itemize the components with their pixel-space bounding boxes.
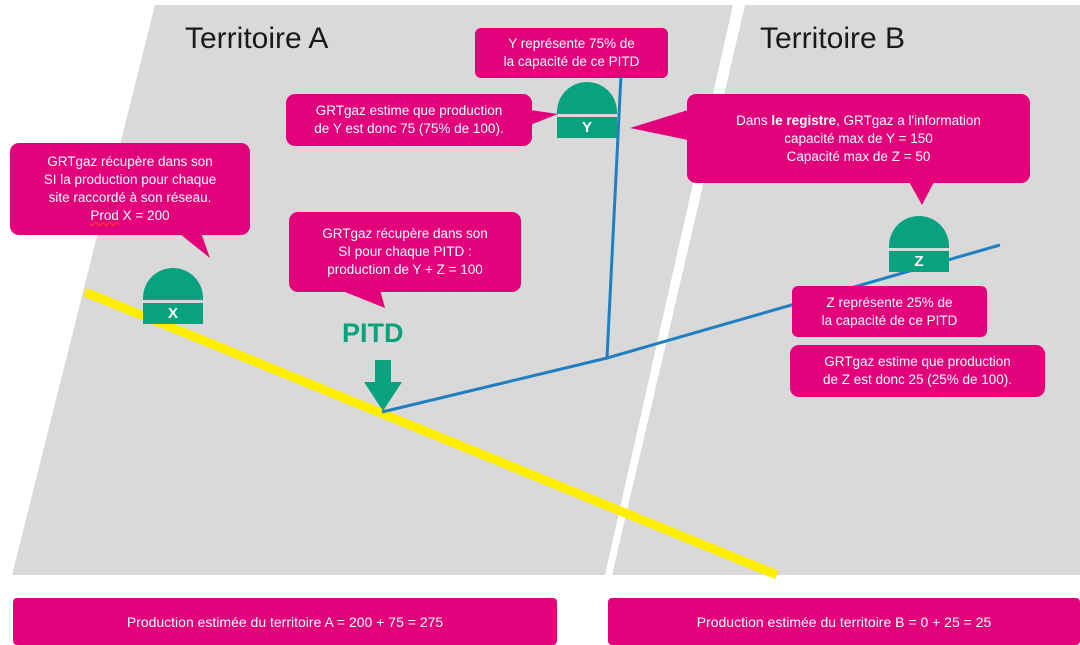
- callout-tail-registre-z: [908, 180, 935, 205]
- callout-line: GRTgaz estime que production: [315, 103, 503, 118]
- callout-tail-x: [175, 230, 210, 258]
- pitd-arrow-icon: [364, 360, 402, 411]
- registre-suffix: , GRTgaz a l'information: [835, 112, 981, 128]
- callout-line: site raccordé à son réseau.: [48, 190, 212, 205]
- total-territory-b: Production estimée du territoire B = 0 +…: [608, 598, 1080, 645]
- site-dome: [557, 82, 617, 114]
- site-y-icon: Y: [557, 82, 617, 140]
- callout-line: SI la production pour chaque: [43, 172, 217, 187]
- callout-line: capacité max de Y = 150: [784, 130, 933, 146]
- total-territory-a: Production estimée du territoire A = 200…: [13, 598, 557, 645]
- callout-line: Z représente 25% de: [826, 294, 953, 310]
- callout-line: de Y est donc 75 (75% de 100).: [314, 121, 504, 136]
- callout-y-share: Y représente 75% de la capacité de ce PI…: [475, 28, 668, 78]
- site-y-label: Y: [557, 117, 617, 138]
- callout-line: Prod X = 200: [44, 207, 217, 225]
- callout-z-share: Z représente 25% de la capacité de ce PI…: [792, 286, 987, 337]
- callout-line: Dans le registre, GRTgaz a l'information: [736, 112, 981, 130]
- registre-prefix: Dans: [736, 112, 772, 128]
- callout-tail-registre: [630, 110, 688, 140]
- callout-line: SI pour chaque PITD :: [338, 244, 472, 259]
- callout-line: Y représente 75% de: [508, 36, 635, 51]
- site-dome: [143, 268, 203, 300]
- site-dome: [889, 216, 949, 248]
- territory-a-title: Territoire A: [185, 22, 329, 55]
- callout-line: Capacité max de Z = 50: [786, 148, 931, 164]
- prod-value: X = 200: [118, 208, 170, 223]
- callout-x-collect: GRTgaz récupère dans son SI la productio…: [10, 143, 250, 235]
- callout-pitd-collect: GRTgaz récupère dans son SI pour chaque …: [289, 212, 521, 292]
- pitd-label: PITD: [342, 318, 404, 348]
- site-x-label: X: [143, 303, 203, 324]
- callout-line: GRTgaz estime que production: [824, 354, 1011, 369]
- callout-line: la capacité de ce PITD: [821, 312, 958, 328]
- territory-b-title: Territoire B: [760, 22, 906, 55]
- callout-line: la capacité de ce PITD: [503, 54, 640, 69]
- registre-bold: le registre: [771, 112, 836, 128]
- callout-line: GRTgaz récupère dans son: [47, 154, 213, 169]
- prod-word: Prod: [90, 208, 119, 223]
- callout-tail-y-estimate: [530, 110, 558, 125]
- callout-z-estimate: GRTgaz estime que production de Z est do…: [790, 345, 1045, 397]
- site-z-icon: Z: [889, 216, 949, 274]
- callout-registre: Dans le registre, GRTgaz a l'information…: [687, 94, 1030, 183]
- transport-pipeline: [83, 287, 779, 580]
- callout-y-estimate: GRTgaz estime que production de Y est do…: [286, 94, 532, 146]
- site-x-icon: X: [143, 268, 203, 326]
- site-z-label: Z: [889, 251, 949, 272]
- callout-line: GRTgaz récupère dans son: [322, 226, 488, 241]
- callout-line: production de Y + Z = 100: [327, 262, 483, 277]
- callout-line: de Z est donc 25 (25% de 100).: [822, 372, 1013, 387]
- callout-tail-pitd: [340, 290, 385, 308]
